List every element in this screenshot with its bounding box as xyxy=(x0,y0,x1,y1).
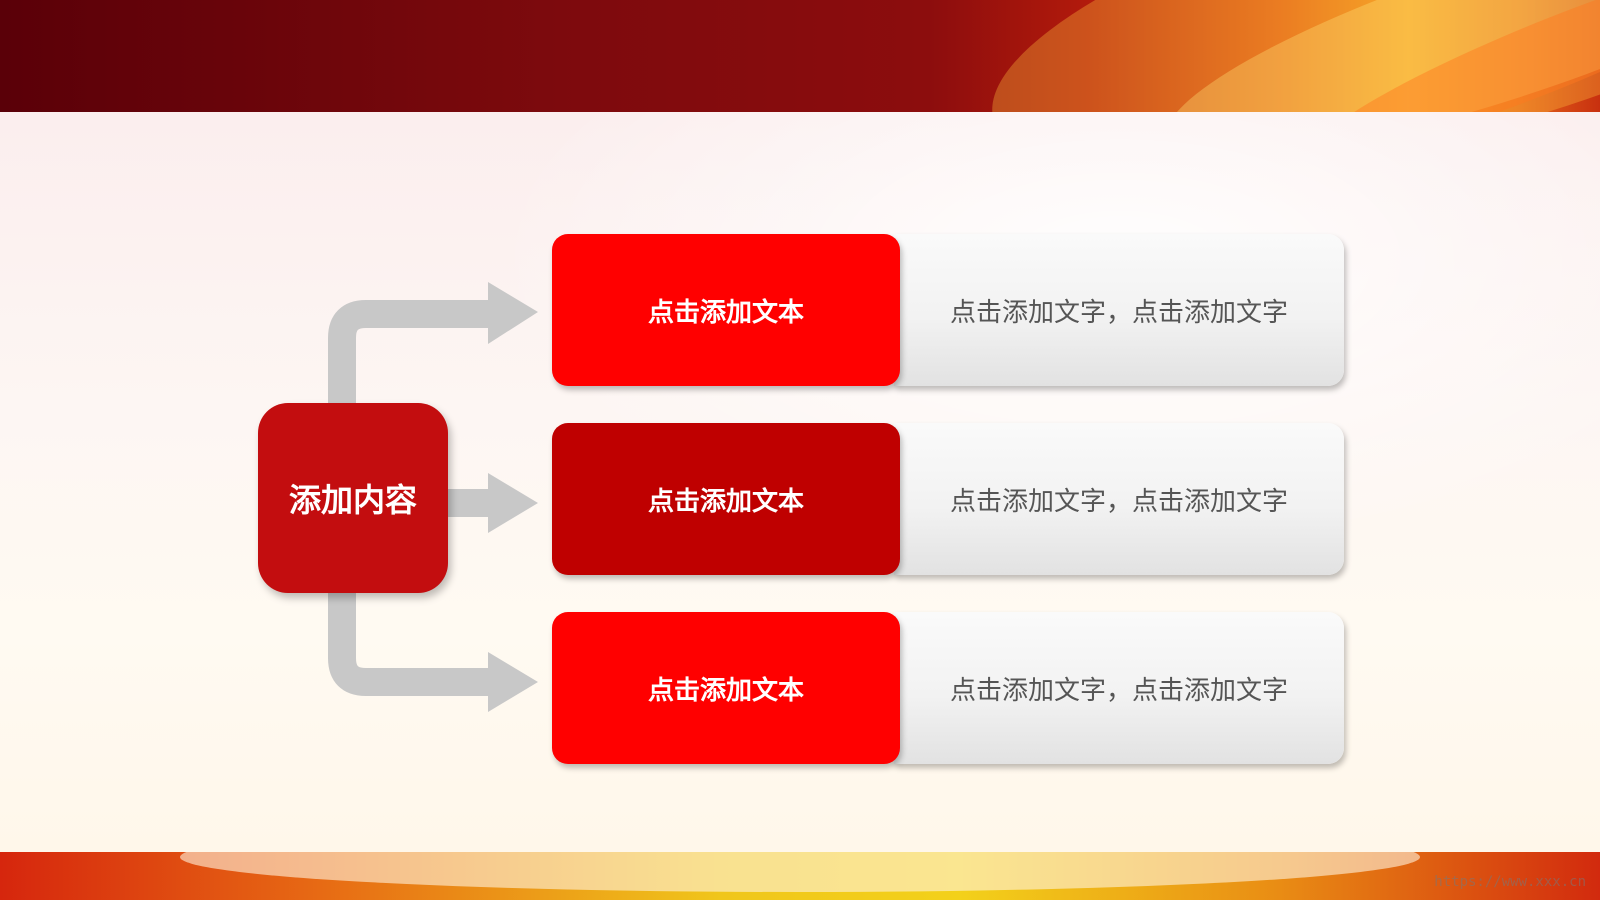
branch-row-1: 点击添加文本 点击添加文字，点击添加文字 xyxy=(552,234,1344,386)
connector-arrow-bottom xyxy=(328,592,488,696)
branch-description-box[interactable]: 点击添加文字，点击添加文字 xyxy=(894,234,1344,386)
center-node[interactable]: 添加内容 xyxy=(258,403,448,593)
branch-description: 点击添加文字，点击添加文字 xyxy=(949,297,1288,328)
arrow-head-top xyxy=(488,282,538,344)
branch-title-box[interactable]: 点击添加文本 xyxy=(552,423,900,575)
branch-title: 点击添加文本 xyxy=(647,297,804,328)
arrow-head-middle xyxy=(488,473,538,533)
connector-arrow-top xyxy=(328,300,488,404)
branch-title: 点击添加文本 xyxy=(647,675,804,706)
watermark: https://www.xxx.cn xyxy=(1434,874,1586,890)
branch-title-box[interactable]: 点击添加文本 xyxy=(552,612,900,764)
branch-row-3: 点击添加文本 点击添加文字，点击添加文字 xyxy=(552,612,1344,764)
branch-description: 点击添加文字，点击添加文字 xyxy=(949,675,1288,706)
branch-description-box[interactable]: 点击添加文字，点击添加文字 xyxy=(894,423,1344,575)
branch-title: 点击添加文本 xyxy=(647,486,804,517)
arrow-head-bottom xyxy=(488,652,538,712)
branch-title-box[interactable]: 点击添加文本 xyxy=(552,234,900,386)
top-decorative-band xyxy=(0,0,1600,112)
branch-row-2: 点击添加文本 点击添加文字，点击添加文字 xyxy=(552,423,1344,575)
branch-description-box[interactable]: 点击添加文字，点击添加文字 xyxy=(894,612,1344,764)
branch-description: 点击添加文字，点击添加文字 xyxy=(949,486,1288,517)
center-node-label: 添加内容 xyxy=(288,481,417,519)
bottom-decorative-band xyxy=(0,852,1600,900)
